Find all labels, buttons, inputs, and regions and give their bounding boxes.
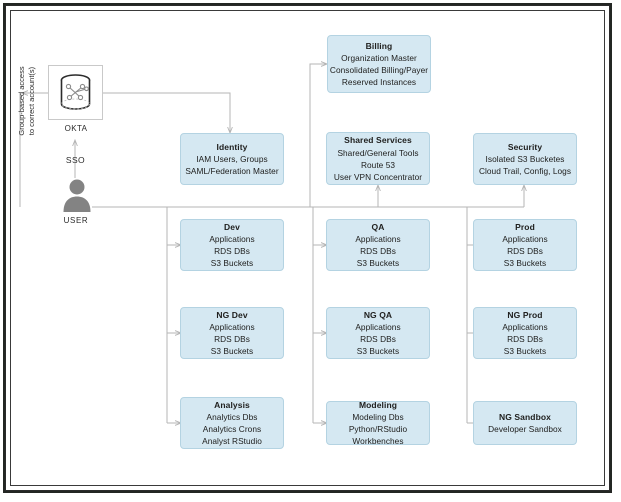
node-billing-title: Billing [365,40,393,51]
node-billing-line-1: Organization Master [341,53,417,64]
node-billing-line-2: Consolidated Billing/Payer [329,65,429,76]
node-identity[interactable]: Identity IAM Users, Groups SAML/Federati… [180,133,284,185]
node-ng-dev-line-3: S3 Buckets [210,346,254,357]
person-icon [62,178,92,212]
side-note-line-1: Group-based access [16,66,26,136]
node-ng-qa[interactable]: NG QA Applications RDS DBs S3 Buckets [326,307,430,359]
node-ng-sandbox-line-1: Developer Sandbox [488,424,562,435]
node-modeling-line-2: Python/RStudio Workbenches [348,424,408,447]
okta-label: OKTA [64,124,88,133]
node-shared-services-line-2: Route 53 [360,159,396,170]
node-qa-line-2: RDS DBs [360,246,396,257]
database-network-icon [60,74,91,110]
node-modeling[interactable]: Modeling Modeling Dbs Python/RStudio Wor… [326,399,430,447]
node-prod-line-2: RDS DBs [507,246,543,257]
outer-frame-border [3,3,612,493]
node-ng-prod-line-2: RDS DBs [507,334,543,345]
node-dev-line-2: RDS DBs [214,246,250,257]
side-note-group-access: Group-based access to correct account(s) [14,46,40,156]
node-ng-qa-title: NG QA [363,309,393,320]
node-prod-line-3: S3 Buckets [503,258,547,269]
node-analysis-line-3: Analyst RStudio [202,436,262,447]
node-prod[interactable]: Prod Applications RDS DBs S3 Buckets [473,219,577,271]
node-billing[interactable]: Billing Organization Master Consolidated… [327,35,431,93]
node-identity-line-2: SAML/Federation Master [185,166,279,177]
node-identity-title: Identity [216,141,248,152]
node-analysis-line-1: Analytics Dbs [206,412,258,423]
node-dev-line-1: Applications [209,234,255,245]
node-shared-services[interactable]: Shared Services Shared/General Tools Rou… [326,132,430,185]
node-security-line-1: Isolated S3 Bucketes [485,154,565,165]
node-security[interactable]: Security Isolated S3 Bucketes Cloud Trai… [473,133,577,185]
node-qa-line-3: S3 Buckets [356,258,400,269]
node-ng-prod-line-1: Applications [502,322,548,333]
sso-label: SSO [65,155,86,165]
node-dev[interactable]: Dev Applications RDS DBs S3 Buckets [180,219,284,271]
node-security-title: Security [507,141,543,152]
node-ng-sandbox-title: NG Sandbox [498,411,551,422]
node-ng-sandbox[interactable]: NG Sandbox Developer Sandbox [473,401,577,445]
node-analysis-title: Analysis [214,399,250,410]
node-analysis-line-2: Analytics Crons [202,424,262,435]
node-shared-services-line-1: Shared/General Tools [337,147,419,158]
node-shared-services-title: Shared Services [344,135,412,146]
user-label: USER [63,216,89,225]
node-modeling-line-1: Modeling Dbs [352,412,404,423]
node-ng-dev-line-2: RDS DBs [214,334,250,345]
side-note-line-2: to correct account(s) [27,66,36,136]
node-security-line-2: Cloud Trail, Config, Logs [478,166,572,177]
node-shared-services-line-3: User VPN Concentrator [333,171,423,182]
node-ng-prod[interactable]: NG Prod Applications RDS DBs S3 Buckets [473,307,577,359]
node-ng-qa-line-3: S3 Buckets [356,346,400,357]
node-modeling-title: Modeling [358,399,398,410]
node-identity-line-1: IAM Users, Groups [196,154,268,165]
node-dev-line-3: S3 Buckets [210,258,254,269]
node-ng-prod-line-3: S3 Buckets [503,346,547,357]
node-ng-qa-line-1: Applications [355,322,401,333]
node-ng-prod-title: NG Prod [507,309,543,320]
node-dev-title: Dev [224,221,240,232]
node-ng-dev-line-1: Applications [209,322,255,333]
node-billing-line-3: Reserved Instances [341,77,417,88]
node-ng-qa-line-2: RDS DBs [360,334,396,345]
node-ng-dev[interactable]: NG Dev Applications RDS DBs S3 Buckets [180,307,284,359]
node-analysis[interactable]: Analysis Analytics Dbs Analytics Crons A… [180,397,284,449]
node-prod-title: Prod [515,221,535,232]
node-prod-line-1: Applications [502,234,548,245]
okta-icon-tile [48,65,103,120]
node-qa-line-1: Applications [355,234,401,245]
node-qa[interactable]: QA Applications RDS DBs S3 Buckets [326,219,430,271]
node-ng-dev-title: NG Dev [216,309,248,320]
node-qa-title: QA [371,221,385,232]
